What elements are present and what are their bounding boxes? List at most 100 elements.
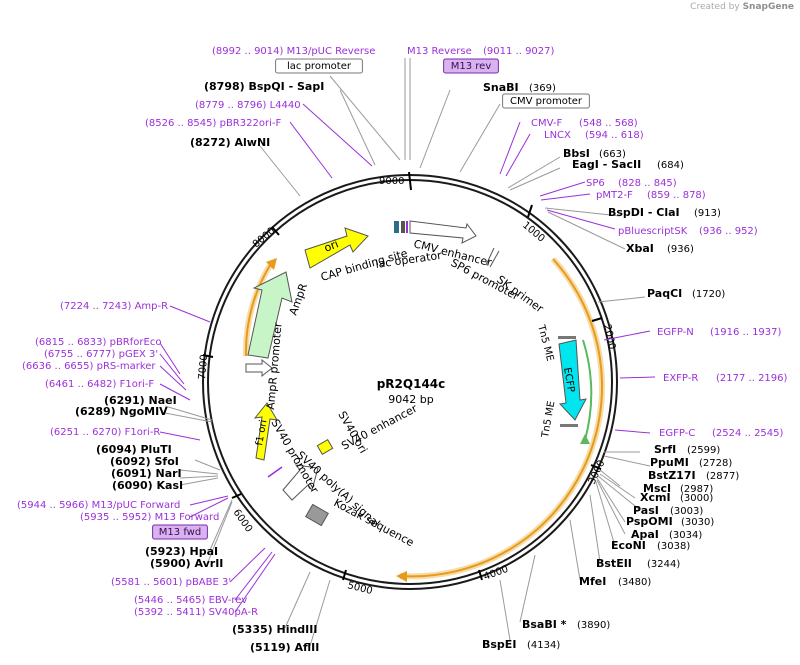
label-xcmi[interactable]: XcmI	[640, 491, 671, 504]
orf-arc-right-head	[396, 571, 407, 582]
label-ppumi[interactable]: PpuMI	[650, 456, 689, 469]
label-apai[interactable]: ApaI	[631, 528, 659, 541]
label-pbrforeco[interactable]: (6815 .. 6833) pBRforEco	[35, 337, 161, 348]
label-eagi[interactable]: EagI - SacII	[572, 158, 641, 171]
cmv-prom-box-box[interactable]	[502, 93, 590, 109]
label-bsteii[interactable]: BstEII	[596, 557, 632, 570]
label-bstz17i-pos[interactable]: (2877)	[706, 471, 739, 482]
label-lncx-pos[interactable]: (594 .. 618)	[585, 130, 644, 141]
label-egfpn[interactable]: EGFP-N	[657, 327, 694, 338]
label-hpai[interactable]: (5923) HpaI	[145, 545, 218, 558]
label-egfpn-pos[interactable]: (1916 .. 1937)	[710, 327, 782, 338]
feature-label-ori: ori	[322, 237, 340, 254]
label-pmt2-pos[interactable]: (859 .. 878)	[647, 190, 706, 201]
label-lac-prom-box[interactable]: lac promoter	[287, 61, 352, 72]
label-cmvf[interactable]: CMV-F	[531, 118, 562, 129]
label-alwni[interactable]: (8272) AlwNI	[190, 136, 270, 149]
label-sfoi[interactable]: (6092) SfoI	[110, 455, 179, 468]
label-apai-pos[interactable]: (3034)	[669, 530, 702, 541]
label-srfi-pos[interactable]: (2599)	[687, 445, 720, 456]
tn5-me-box-b	[560, 424, 578, 427]
label-pmt2[interactable]: pMT2-F	[596, 190, 633, 201]
label-m13rev-a[interactable]: M13 Reverse	[407, 46, 472, 57]
label-snabi-pos[interactable]: (369)	[529, 83, 556, 94]
label-pbabe3[interactable]: (5581 .. 5601) pBABE 3'	[111, 577, 231, 588]
label-econi[interactable]: EcoNI	[611, 539, 646, 552]
f1-ori-arrow	[253, 402, 278, 461]
label-xcmi-pos[interactable]: (3000)	[680, 493, 713, 504]
label-ampr-primer[interactable]: (7224 .. 7243) Amp-R	[60, 301, 168, 312]
label-exfpr[interactable]: EXFP-R	[663, 373, 698, 384]
label-bbsi[interactable]: BbsI	[563, 147, 590, 160]
m13rev-box-box[interactable]	[443, 58, 499, 74]
label-m13fwd-box[interactable]: M13 fwd	[159, 527, 201, 538]
label-sp6[interactable]: SP6	[586, 178, 605, 189]
label-sp6-pos[interactable]: (828 .. 845)	[618, 178, 677, 189]
label-exfpr-pos[interactable]: (2177 .. 2196)	[716, 373, 788, 384]
label-sv40pa[interactable]: (5392 .. 5411) SV40pA-R	[134, 607, 258, 618]
label-bspei-pos[interactable]: (4134)	[527, 640, 560, 651]
label-srfi[interactable]: SrfI	[654, 443, 676, 456]
label-cmvf-pos[interactable]: (548 .. 568)	[579, 118, 638, 129]
cmv-enhancer-arrow	[409, 220, 477, 244]
label-bspdi-pos[interactable]: (913)	[694, 208, 721, 219]
label-ngomiv[interactable]: (6289) NgoMIV	[75, 405, 168, 418]
label-m13rev-b[interactable]: (9011 .. 9027)	[483, 46, 555, 57]
ecfp-arrow	[558, 339, 587, 421]
label-m13puc-fwd[interactable]: (5944 .. 5966) M13/pUC Forward	[17, 500, 180, 511]
label-f1orif[interactable]: (6461 .. 6482) F1ori-F	[45, 379, 154, 390]
label-paqci-pos[interactable]: (1720)	[692, 289, 725, 300]
label-pbsk[interactable]: pBluescriptSK	[618, 226, 688, 237]
label-bspdi[interactable]: BspDI - ClaI	[608, 206, 680, 219]
label-prs[interactable]: (6636 .. 6655) pRS-marker	[22, 361, 156, 372]
label-m13fwd[interactable]: (5935 .. 5952) M13 Forward	[80, 512, 219, 523]
label-m13puc-rev[interactable]: (8992 .. 9014) M13/pUC Reverse	[212, 46, 375, 57]
label-xbai[interactable]: XbaI	[626, 242, 654, 255]
label-eagi-pos[interactable]: (684)	[657, 160, 684, 171]
label-pasi[interactable]: PasI	[633, 504, 659, 517]
label-bsabi[interactable]: BsaBI *	[522, 618, 567, 631]
label-pspomi-pos[interactable]: (3030)	[681, 517, 714, 528]
label-msci[interactable]: MscI	[643, 482, 671, 495]
label-bbsi-pos[interactable]: (663)	[599, 149, 626, 160]
label-lncx[interactable]: LNCX	[544, 130, 571, 141]
label-cmv-prom-box[interactable]: CMV promoter	[510, 96, 583, 107]
label-pspomi[interactable]: PspOMI	[626, 515, 673, 528]
label-hindiii[interactable]: (5335) HindIII	[232, 623, 317, 636]
label-avrii[interactable]: (5900) AvrII	[150, 557, 223, 570]
label-bspqi[interactable]: (8798) BspQI - SapI	[204, 80, 324, 93]
tn5-me-box-a	[558, 336, 576, 339]
label-ppumi-pos[interactable]: (2728)	[699, 458, 732, 469]
sv40-ori-box	[316, 438, 334, 456]
label-bstz17i[interactable]: BstZ17I	[648, 469, 696, 482]
label-egfpc-pos[interactable]: (2524 .. 2545)	[712, 428, 784, 439]
label-kasi[interactable]: (6090) KasI	[112, 479, 183, 492]
label-econi-pos[interactable]: (3038)	[657, 541, 690, 552]
label-egfpc[interactable]: EGFP-C	[659, 428, 695, 439]
label-m13rev-box[interactable]: M13 rev	[451, 61, 492, 72]
label-bsteii-pos[interactable]: (3244)	[647, 559, 680, 570]
label-mfei-pos[interactable]: (3480)	[618, 577, 651, 588]
label-aflii[interactable]: (5119) AflII	[250, 641, 319, 654]
label-bspei[interactable]: BspEI	[482, 638, 516, 651]
label-pluti[interactable]: (6094) PluTI	[96, 443, 172, 456]
label-l4440[interactable]: (8779 .. 8796) L4440	[195, 100, 301, 111]
m13fwd-box-box[interactable]	[152, 524, 208, 540]
label-nari[interactable]: (6091) NarI	[111, 467, 182, 480]
label-snabi[interactable]: SnaBI	[483, 81, 519, 94]
tick-label-9000: 9000	[379, 176, 404, 187]
label-f1orir[interactable]: (6251 .. 6270) F1ori-R	[50, 427, 160, 438]
sp6-promoter-arrow	[489, 250, 500, 268]
label-msci-pos[interactable]: (2987)	[680, 484, 713, 495]
label-pgex3[interactable]: (6755 .. 6777) pGEX 3'	[44, 349, 158, 360]
lac-prom-box-box[interactable]	[275, 58, 363, 74]
label-ebvrev[interactable]: (5446 .. 5465) EBV-rev	[134, 595, 247, 606]
label-paqci[interactable]: PaqCI	[647, 287, 682, 300]
label-xbai-pos[interactable]: (936)	[667, 244, 694, 255]
label-pbr322[interactable]: (8526 .. 8545) pBR322ori-F	[145, 118, 281, 129]
label-naei[interactable]: (6291) NaeI	[104, 394, 177, 407]
label-mfei[interactable]: MfeI	[579, 575, 606, 588]
label-pbsk-pos[interactable]: (936 .. 952)	[699, 226, 758, 237]
label-pasi-pos[interactable]: (3003)	[670, 506, 703, 517]
label-bsabi-pos[interactable]: (3890)	[577, 620, 610, 631]
